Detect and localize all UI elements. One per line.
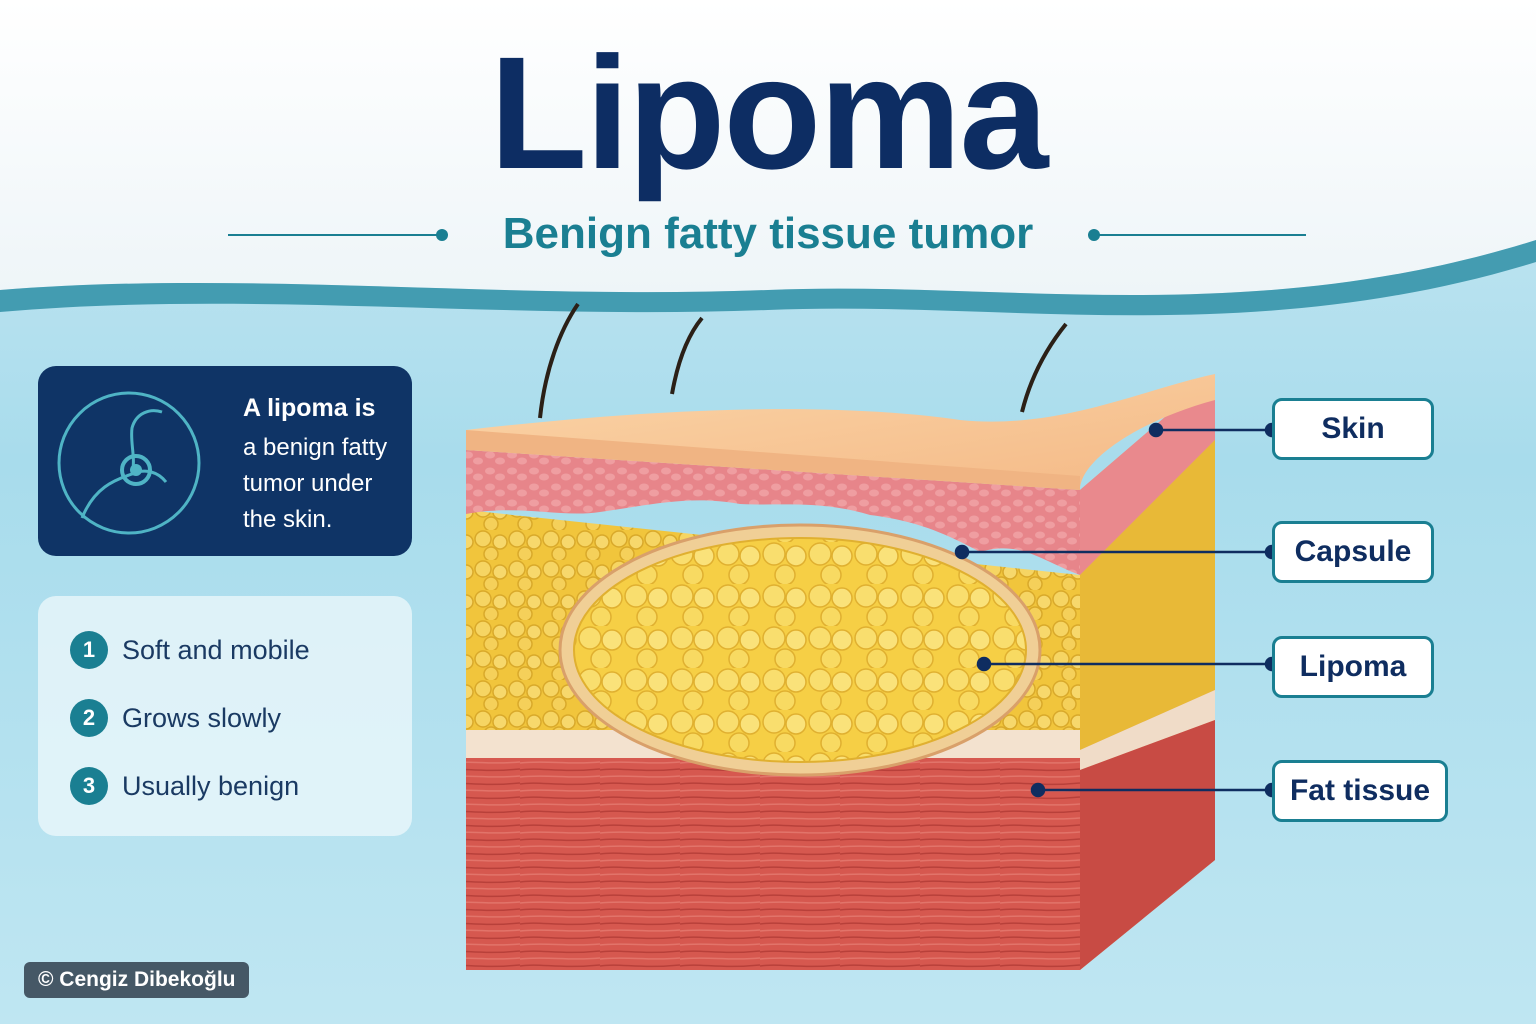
definition-body: a benign fatty tumor under the skin. — [243, 434, 388, 533]
definition-card: A lipoma is a benign fatty tumor under t… — [38, 366, 412, 556]
feature-text: Grows slowly — [122, 702, 282, 733]
subtitle-left-line — [228, 234, 442, 236]
number-badge: 1 — [70, 631, 108, 669]
page-title: Lipoma — [489, 23, 1049, 202]
feature-text: Soft and mobile — [122, 634, 310, 665]
subtitle-right-line — [1094, 234, 1306, 236]
list-item: 1 Soft and mobile — [70, 630, 310, 670]
features-card: 1 Soft and mobile 2 Grows slowly 3 Usual… — [38, 596, 412, 836]
label-fat-tissue: Fat tissue — [1272, 760, 1448, 822]
label-capsule: Capsule — [1272, 521, 1434, 583]
subtitle-row: Benign fatty tissue tumor — [0, 206, 1536, 262]
number-badge: 3 — [70, 767, 108, 805]
number-badge: 2 — [70, 699, 108, 737]
label-skin: Skin — [1272, 398, 1434, 460]
tissue-cross-section — [466, 302, 1215, 970]
list-item: 2 Grows slowly — [70, 698, 281, 738]
label-lipoma: Lipoma — [1272, 636, 1434, 698]
definition-heading: A lipoma is — [243, 394, 376, 422]
page-subtitle: Benign fatty tissue tumor — [502, 209, 1034, 258]
copyright-credit: © Cengiz Dibekoğlu — [24, 962, 250, 998]
subtitle-left-dot — [436, 229, 448, 241]
list-item: 3 Usually benign — [70, 766, 299, 806]
shoulder-target-icon — [57, 391, 201, 535]
feature-text: Usually benign — [122, 770, 300, 801]
header-background — [0, 0, 1536, 316]
